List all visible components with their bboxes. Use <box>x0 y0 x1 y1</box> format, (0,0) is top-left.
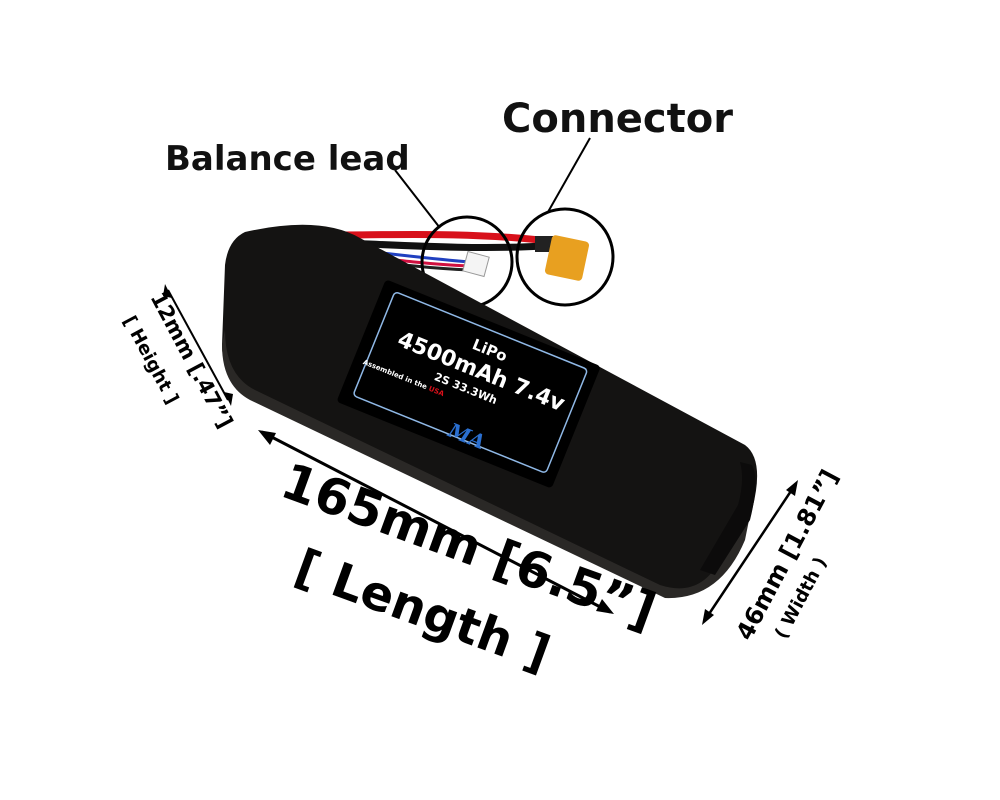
connector-leader <box>547 137 591 213</box>
balance-connector <box>462 250 490 278</box>
connector-label: Connector <box>502 96 733 142</box>
xt-connector <box>535 235 589 281</box>
balance-lead-leader <box>394 169 441 229</box>
battery-label: LiPo 4500mAh 7.4v 2S 33.3Wh Assembled in… <box>337 280 600 488</box>
connector-callout-circle <box>515 207 615 307</box>
balance-lead-label: Balance lead <box>165 139 410 179</box>
height-dimension: 12mm [.47”] [ Height ] <box>119 284 237 432</box>
